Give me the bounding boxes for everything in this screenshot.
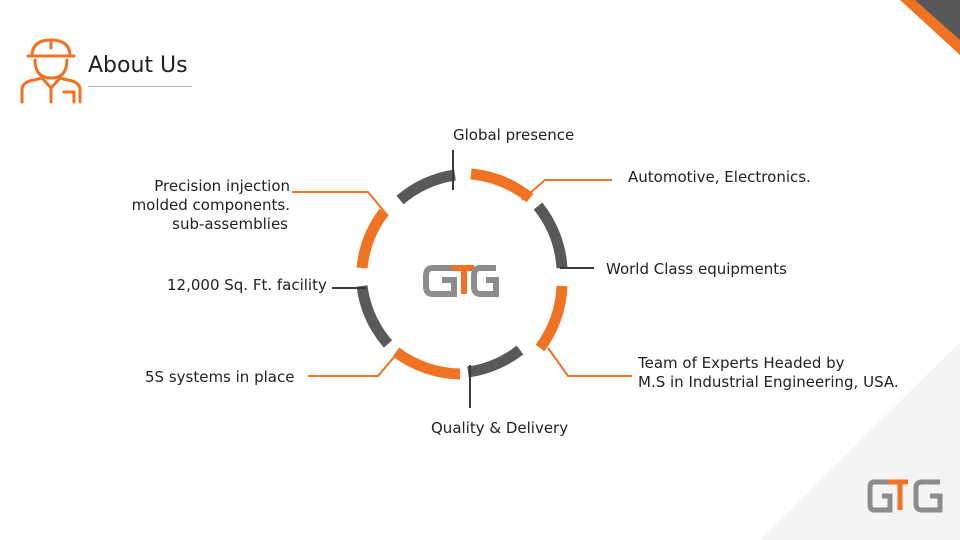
title-divider bbox=[88, 86, 192, 87]
label-quality: Quality & Delivery bbox=[431, 419, 569, 437]
connector-top-right bbox=[521, 179, 612, 201]
label-facility: 12,000 Sq. Ft. facility bbox=[167, 276, 327, 294]
connector-bottom-right bbox=[547, 347, 632, 377]
ring-segment-8 bbox=[356, 208, 389, 269]
ring-segment-5 bbox=[467, 345, 524, 378]
ring-segment-7 bbox=[356, 285, 393, 348]
center-logo bbox=[423, 265, 499, 297]
page-title: About Us bbox=[88, 53, 188, 78]
ring-segment-4 bbox=[535, 285, 568, 352]
label-precision: Precision injection molded components. s… bbox=[131, 177, 290, 233]
label-world-class: World Class equipments bbox=[606, 260, 787, 278]
label-5s: 5S systems in place bbox=[145, 368, 295, 386]
footer-logo bbox=[867, 479, 943, 513]
ring-segment-3 bbox=[533, 202, 568, 269]
corner-stripe-top-accent bbox=[900, 0, 960, 55]
connector-top-left bbox=[292, 191, 389, 217]
ring-segment-6 bbox=[392, 347, 461, 380]
ring-segment-2 bbox=[470, 168, 534, 203]
label-global-presence: Global presence bbox=[453, 126, 575, 144]
ring-segment-1 bbox=[396, 169, 456, 205]
connector-bottom-left bbox=[308, 349, 401, 377]
corner-fade-bottom bbox=[760, 342, 960, 540]
engineer-icon bbox=[20, 38, 82, 104]
label-automotive: Automotive, Electronics. bbox=[628, 168, 811, 186]
label-team: Team of Experts Headed by M.S in Industr… bbox=[638, 354, 899, 391]
